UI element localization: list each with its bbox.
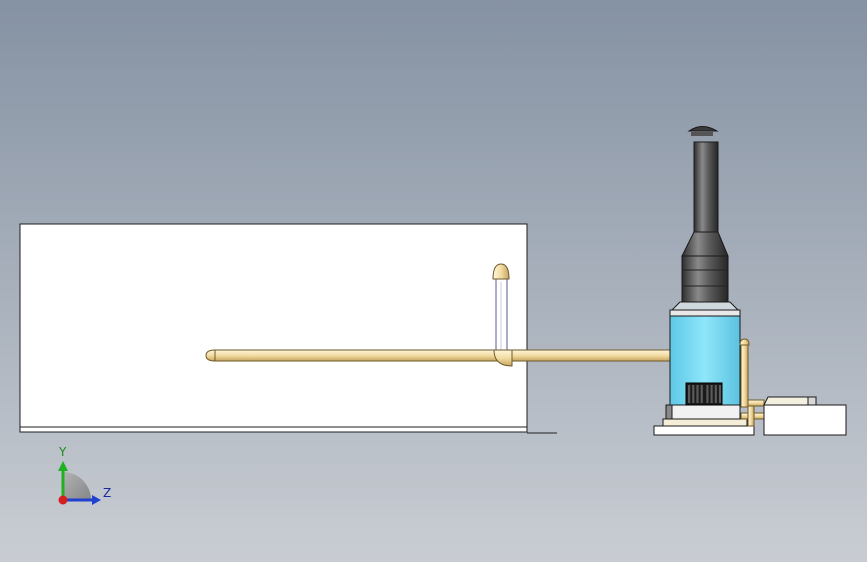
y-axis-label: Y: [58, 445, 67, 459]
riser-pipe[interactable]: [492, 263, 510, 352]
pipe-elbow: [493, 349, 513, 367]
grille-slot: [710, 385, 713, 403]
auxiliary-box[interactable]: [763, 396, 847, 436]
grille-slot: [714, 385, 717, 403]
coordinate-triad: Y Z: [58, 445, 111, 505]
pipe-end-cap: [205, 349, 216, 362]
chimney-cap-stem: [691, 132, 713, 136]
grille-slot: [700, 385, 703, 403]
side-pipe[interactable]: [739, 338, 766, 427]
x-axis-dot: [58, 495, 68, 505]
riser-cap: [492, 263, 510, 280]
chimney[interactable]: [670, 126, 740, 311]
grille-slot: [688, 385, 691, 403]
triad-plane: [63, 472, 91, 500]
chimney-base: [670, 301, 740, 311]
incinerator-housing[interactable]: [662, 309, 748, 428]
chimney-cap: [687, 126, 719, 132]
tank[interactable]: [19, 223, 557, 434]
grille-slot: [692, 385, 695, 403]
base-plinth: [653, 425, 755, 436]
vent-grille: [685, 382, 723, 406]
grille-slot: [706, 385, 709, 403]
grille-slot: [696, 385, 699, 403]
grille-slot: [718, 385, 722, 403]
z-axis-label: Z: [103, 486, 111, 500]
